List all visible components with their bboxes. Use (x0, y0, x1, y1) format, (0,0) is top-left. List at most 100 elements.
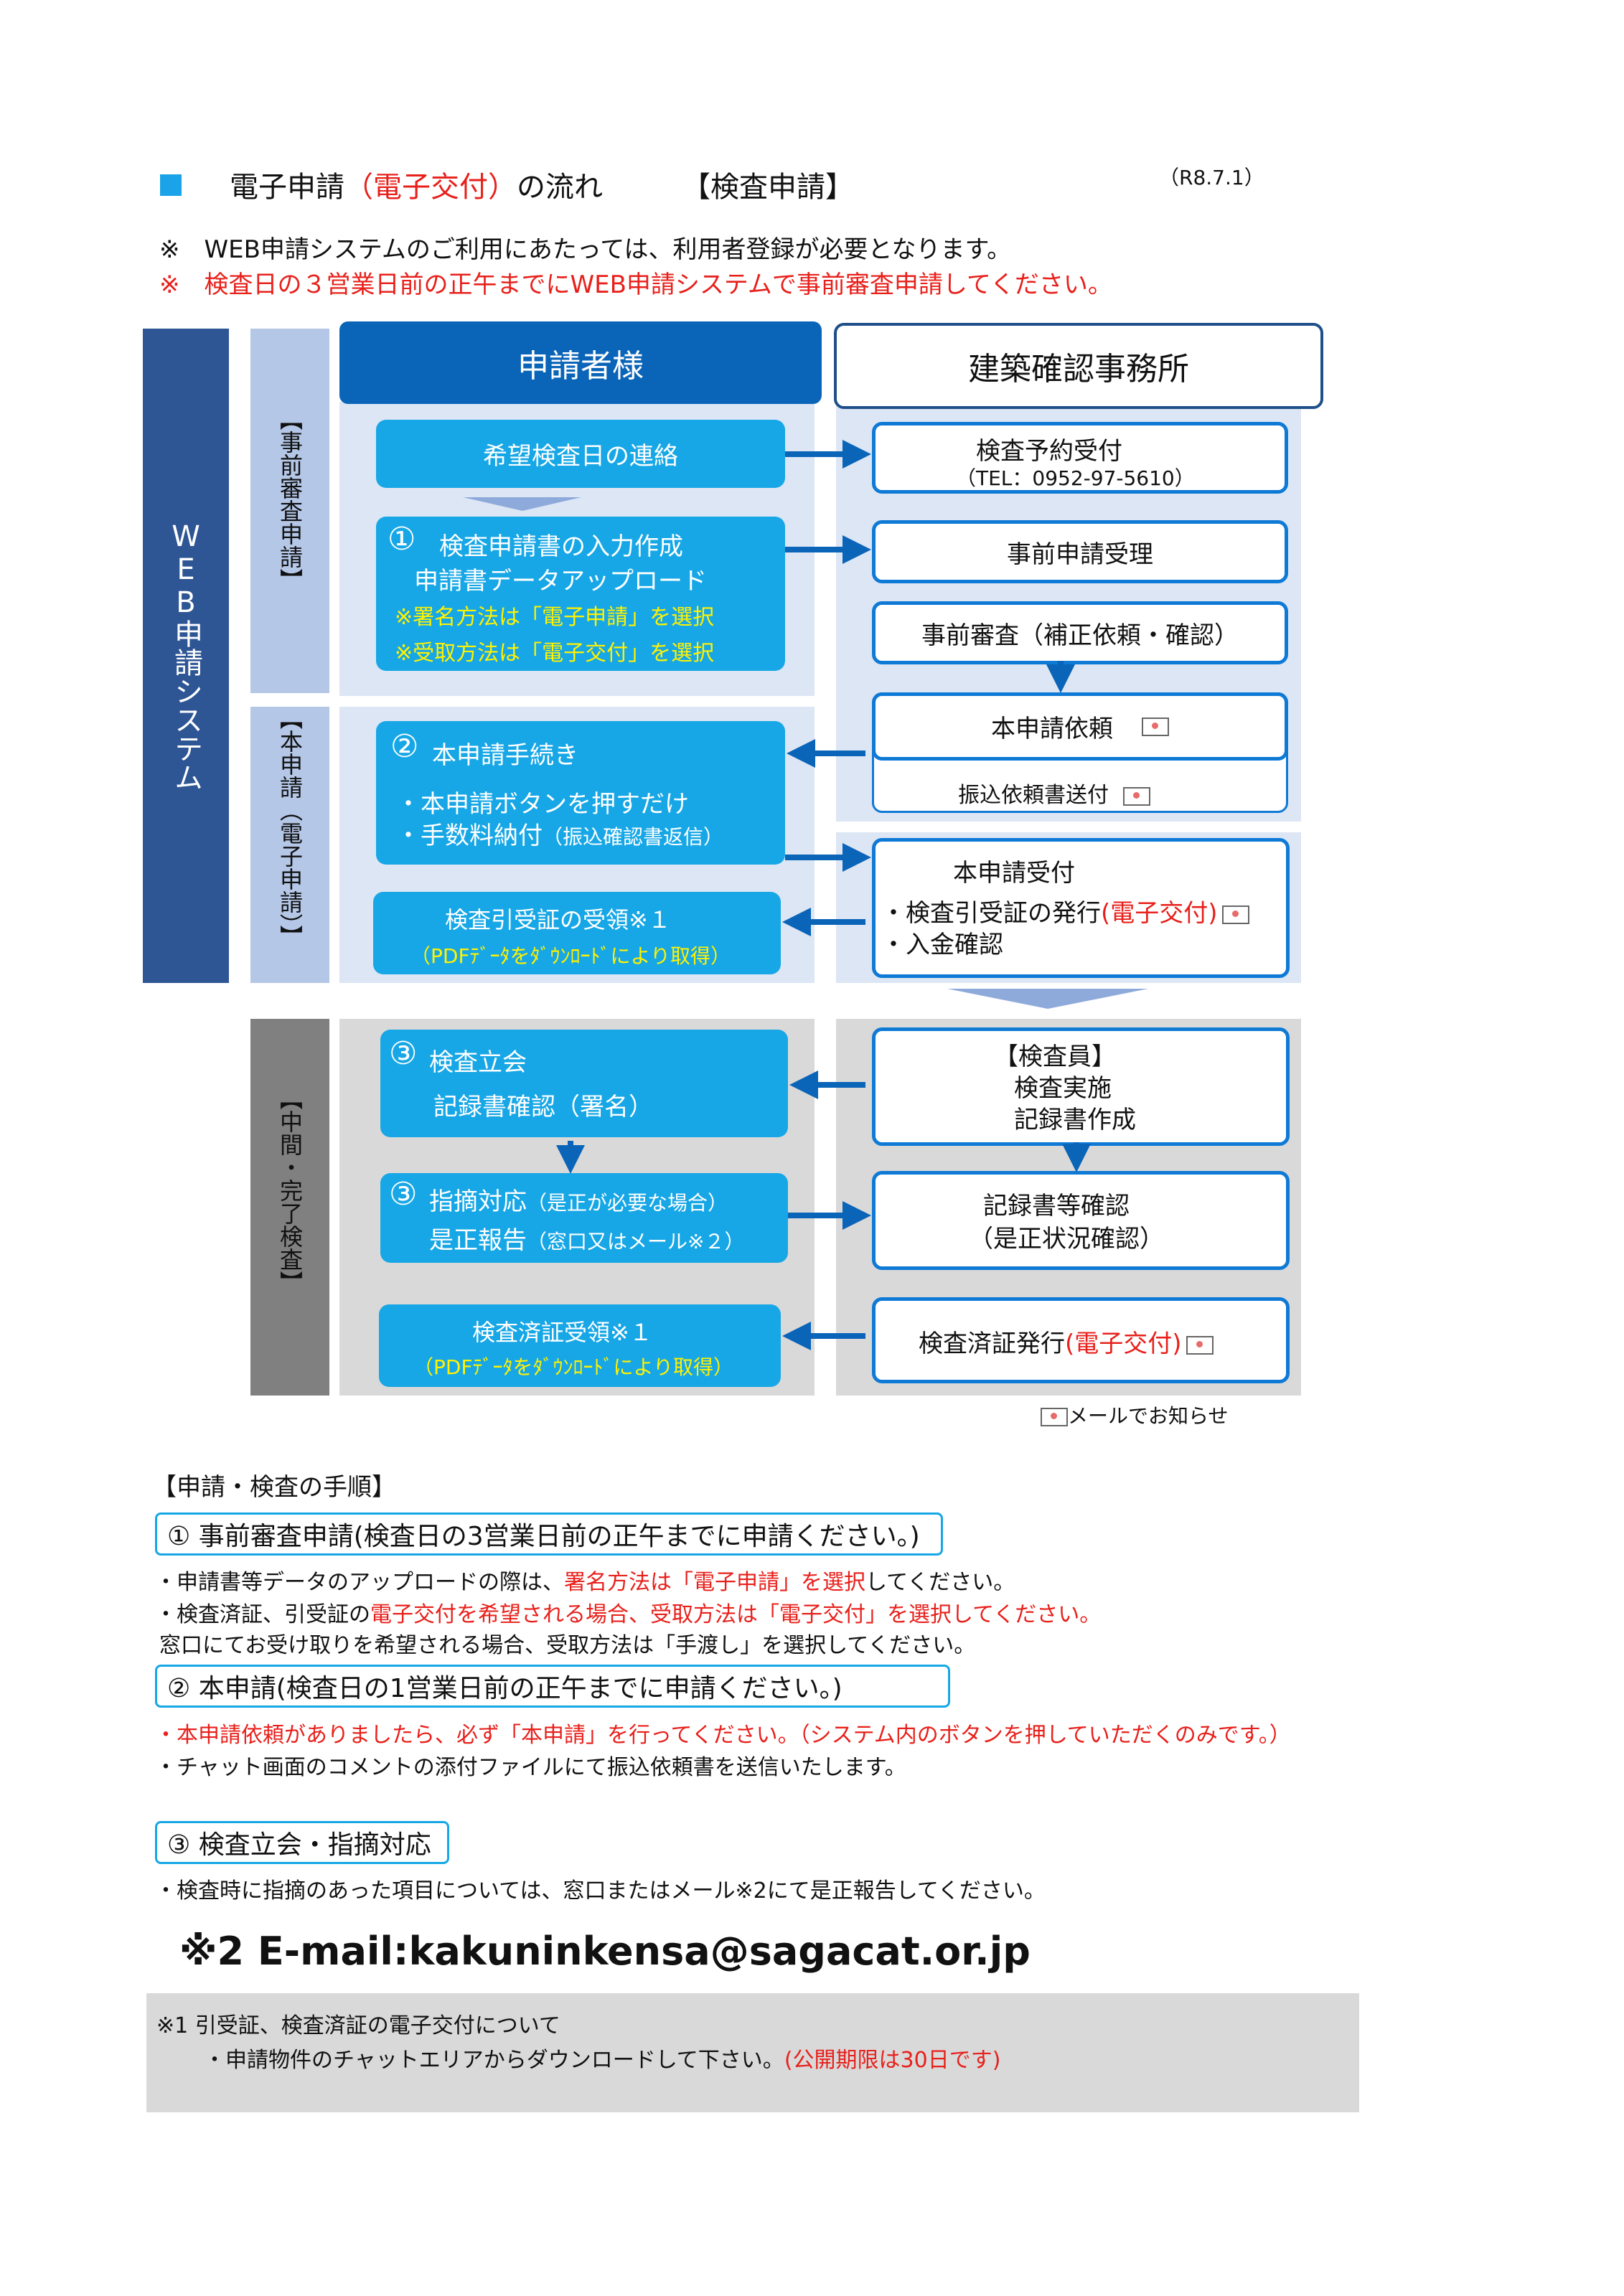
phase-inspection: 【中間・完了検査】 (250, 1019, 329, 1396)
step1-bullet1-b: 署名方法は「電子申請」を選択 (564, 1570, 865, 1595)
main-accept-electronic: (電子交付) (1101, 899, 1218, 928)
record-check-line1: 記録書等確認 (983, 1192, 1130, 1220)
phase-inspection-label: 【中間・完了検査】 (276, 1087, 304, 1294)
step1-bullet1-c: してください。 (865, 1570, 1015, 1595)
step3b-report-note: （窓口又はメール※２） (527, 1230, 745, 1253)
step3-number: ③ (389, 1035, 418, 1072)
main-accept-box: 本申請受付 ・検査引受証の発行(電子交付) ・入金確認 (872, 838, 1290, 978)
web-system-label: WEB申請システム (143, 329, 229, 983)
mail-icon (1142, 717, 1169, 736)
step2-bullet2: ・チャット画面のコメントの添付ファイルにて振込依頼書を送信いたします。 (155, 1755, 906, 1780)
step3b-title: 指摘対応 (429, 1187, 527, 1216)
step2-line2: ・手数料納付（振込確認書返信） (396, 816, 723, 851)
step2-heading: ② 本申請(検査日の1営業日前の正午までに申請ください。) (155, 1665, 950, 1708)
transfer-row: 振込依頼書送付 (958, 777, 1150, 809)
step3b-number: ③ (389, 1176, 418, 1213)
phase-main-application: 【本申請（電子申請）】 (250, 707, 329, 983)
footer-line2-b: (公開期限は30日です) (784, 2048, 1001, 2073)
step2-fee-note: （振込確認書返信） (543, 825, 724, 849)
pre-accept-box: 事前申請受理 (872, 520, 1288, 583)
footer-line2: ・申請物件のチャットエリアからダウンロードして下さい。(公開期限は30日です) (204, 2042, 1000, 2074)
title-category: 【検査申請】 (682, 171, 854, 204)
chevron-down-icon (947, 989, 1148, 1009)
reservation-box: 検査予約受付 （TEL：0952-97-5610） (872, 422, 1288, 494)
mail-icon (1221, 905, 1249, 924)
step1-bullet2-a: ・検査済証、引受証の (155, 1602, 370, 1627)
step1-box: ① 検査申請書の入力作成 申請書データアップロード ※署名方法は「電子申請」を選… (376, 517, 785, 671)
certificate-issue-label: 検査済証発行 (919, 1330, 1065, 1358)
revision-date: （R8.7.1） (1159, 166, 1264, 189)
title-part: 電子申請 (230, 171, 344, 204)
procedure-heading: 【申請・検査の手順】 (152, 1473, 396, 1502)
step1-number: ① (388, 521, 416, 557)
step2-box: ② 本申請手続き ・本申請ボタンを押すだけ ・手数料納付（振込確認書返信） (376, 721, 785, 865)
main-accept-line2: ・入金確認 (881, 931, 1003, 959)
record-check-box: 記録書等確認 （是正状況確認） (872, 1171, 1290, 1270)
mail-icon (1122, 786, 1150, 806)
mail-icon (1041, 1408, 1068, 1426)
footer-line2-a: ・申請物件のチャットエリアからダウンロードして下さい。 (204, 2048, 784, 2073)
inspector-line3: 記録書作成 (1014, 1106, 1136, 1134)
main-accept-issue: ・検査引受証の発行 (881, 899, 1101, 928)
footer-note: ※1 引受証、検査済証の電子交付について ・申請物件のチャットエリアからダウンロ… (146, 1993, 1359, 2112)
pre-review-box: 事前審査（補正依頼・確認） (872, 601, 1288, 664)
title-bullet-icon (160, 174, 182, 196)
applicant-column-header: 申請者様 (339, 321, 822, 404)
chevron-down-icon (463, 497, 581, 511)
step1-line1: 検査申請書の入力作成 (439, 532, 683, 561)
step1-bullet3: 窓口にてお受け取りを希望される場合、受取方法は「手渡し」を選択してください。 (159, 1633, 976, 1658)
receive-certificate-line2: （PDFﾃﾞｰﾀをﾀﾞｳﾝﾛｰﾄﾞにより取得） (413, 1355, 733, 1379)
receive-acceptance-line2: （PDFﾃﾞｰﾀをﾀﾞｳﾝﾛｰﾄﾞにより取得） (410, 944, 731, 968)
step1-heading: ① 事前審査申請(検査日の3営業日前の正午までに申請ください。) (155, 1512, 943, 1556)
transfer-label: 振込依頼書送付 (958, 783, 1109, 808)
receive-certificate-line1: 検査済証受領※１ (472, 1319, 652, 1346)
record-check-line2: （是正状況確認） (969, 1225, 1164, 1253)
step2-number: ② (390, 728, 419, 765)
contact-email: ※2 E-mail:kakuninkensa@sagacat.or.jp (179, 1929, 1031, 1974)
step3-box: ③ 検査立会 記録書確認（署名） (380, 1030, 788, 1137)
step1-bullet2-b: 電子交付を希望される場合、受取方法は「電子交付」を選択してください。 (370, 1602, 1102, 1627)
step3b-report: 是正報告 (429, 1226, 527, 1255)
step2-line1: ・本申請ボタンを押すだけ (396, 790, 689, 819)
inspector-box: 【検査員】 検査実施 記録書作成 (872, 1027, 1290, 1146)
step3b-line2: 是正報告（窓口又はメール※２） (429, 1220, 744, 1256)
step3b-title-note: （是正が必要な場合） (527, 1191, 728, 1215)
phase-main-application-label: 【本申請（電子申請）】 (276, 707, 304, 948)
request-box: 本申請依頼 (872, 692, 1288, 761)
step3-line2: 記録書確認（署名） (433, 1093, 653, 1121)
step1-bullet1: ・申請書等データのアップロードの際は、署名方法は「電子申請」を選択してください。 (155, 1564, 1015, 1596)
note-registration: ※ WEB申請システムのご利用にあたっては、利用者登録が必要となります。 (159, 235, 1012, 264)
main-accept-title: 本申請受付 (953, 859, 1075, 888)
title-part: の流れ (517, 171, 603, 204)
step3-bullet1: ・検査時に指摘のあった項目については、窓口またはメール※2にて是正報告してくださ… (155, 1878, 1046, 1904)
contact-box: 希望検査日の連絡 (376, 420, 785, 488)
main-accept-line1: ・検査引受証の発行(電子交付) (881, 893, 1249, 928)
mail-legend: メールでお知らせ (1041, 1401, 1228, 1429)
mail-legend-label: メールでお知らせ (1068, 1404, 1229, 1428)
step3-line1: 検査立会 (429, 1048, 527, 1077)
note-deadline: ※ 検査日の３営業日前の正午までにWEB申請システムで事前審査申請してください。 (159, 270, 1112, 299)
step3b-line1: 指摘対応（是正が必要な場合） (429, 1182, 728, 1217)
receive-acceptance-line1: 検査引受証の受領※１ (445, 906, 671, 933)
reservation-line1: 検査予約受付 (976, 437, 1122, 466)
footer-line1: ※1 引受証、検査済証の電子交付について (156, 2013, 560, 2038)
step3-heading: ③ 検査立会・指摘対応 (155, 1821, 449, 1864)
phase-pre-review: 【事前審査申請】 (250, 329, 329, 693)
step1-bullet2: ・検査済証、引受証の電子交付を希望される場合、受取方法は「電子交付」を選択してく… (155, 1596, 1101, 1628)
certificate-issue-electronic: (電子交付) (1065, 1330, 1182, 1358)
phase-pre-review-label: 【事前審査申請】 (276, 408, 304, 591)
inspector-line1: 【検査員】 (994, 1043, 1116, 1071)
receive-certificate-box: 検査済証受領※１ （PDFﾃﾞｰﾀをﾀﾞｳﾝﾛｰﾄﾞにより取得） (379, 1304, 781, 1387)
title-part-red: （電子交付） (344, 171, 517, 204)
step1-line3: ※署名方法は「電子申請」を選択 (395, 605, 715, 630)
mail-icon (1186, 1335, 1214, 1355)
step2-bullet1: ・本申請依頼がありましたら、必ず「本申請」を行ってください。（システム内のボタン… (155, 1723, 1291, 1748)
receive-acceptance-box: 検査引受証の受領※１ （PDFﾃﾞｰﾀをﾀﾞｳﾝﾛｰﾄﾞにより取得） (373, 892, 781, 974)
step2-fee: ・手数料納付 (396, 822, 543, 850)
step1-line2: 申請書データアップロード (414, 567, 707, 596)
step3-correction-box: ③ 指摘対応（是正が必要な場合） 是正報告（窓口又はメール※２） (380, 1173, 788, 1263)
certificate-issue-box: 検査済証発行(電子交付) (872, 1297, 1290, 1383)
certificate-issue-line: 検査済証発行(電子交付) (919, 1324, 1214, 1359)
step2-title: 本申請手続き (432, 741, 578, 770)
